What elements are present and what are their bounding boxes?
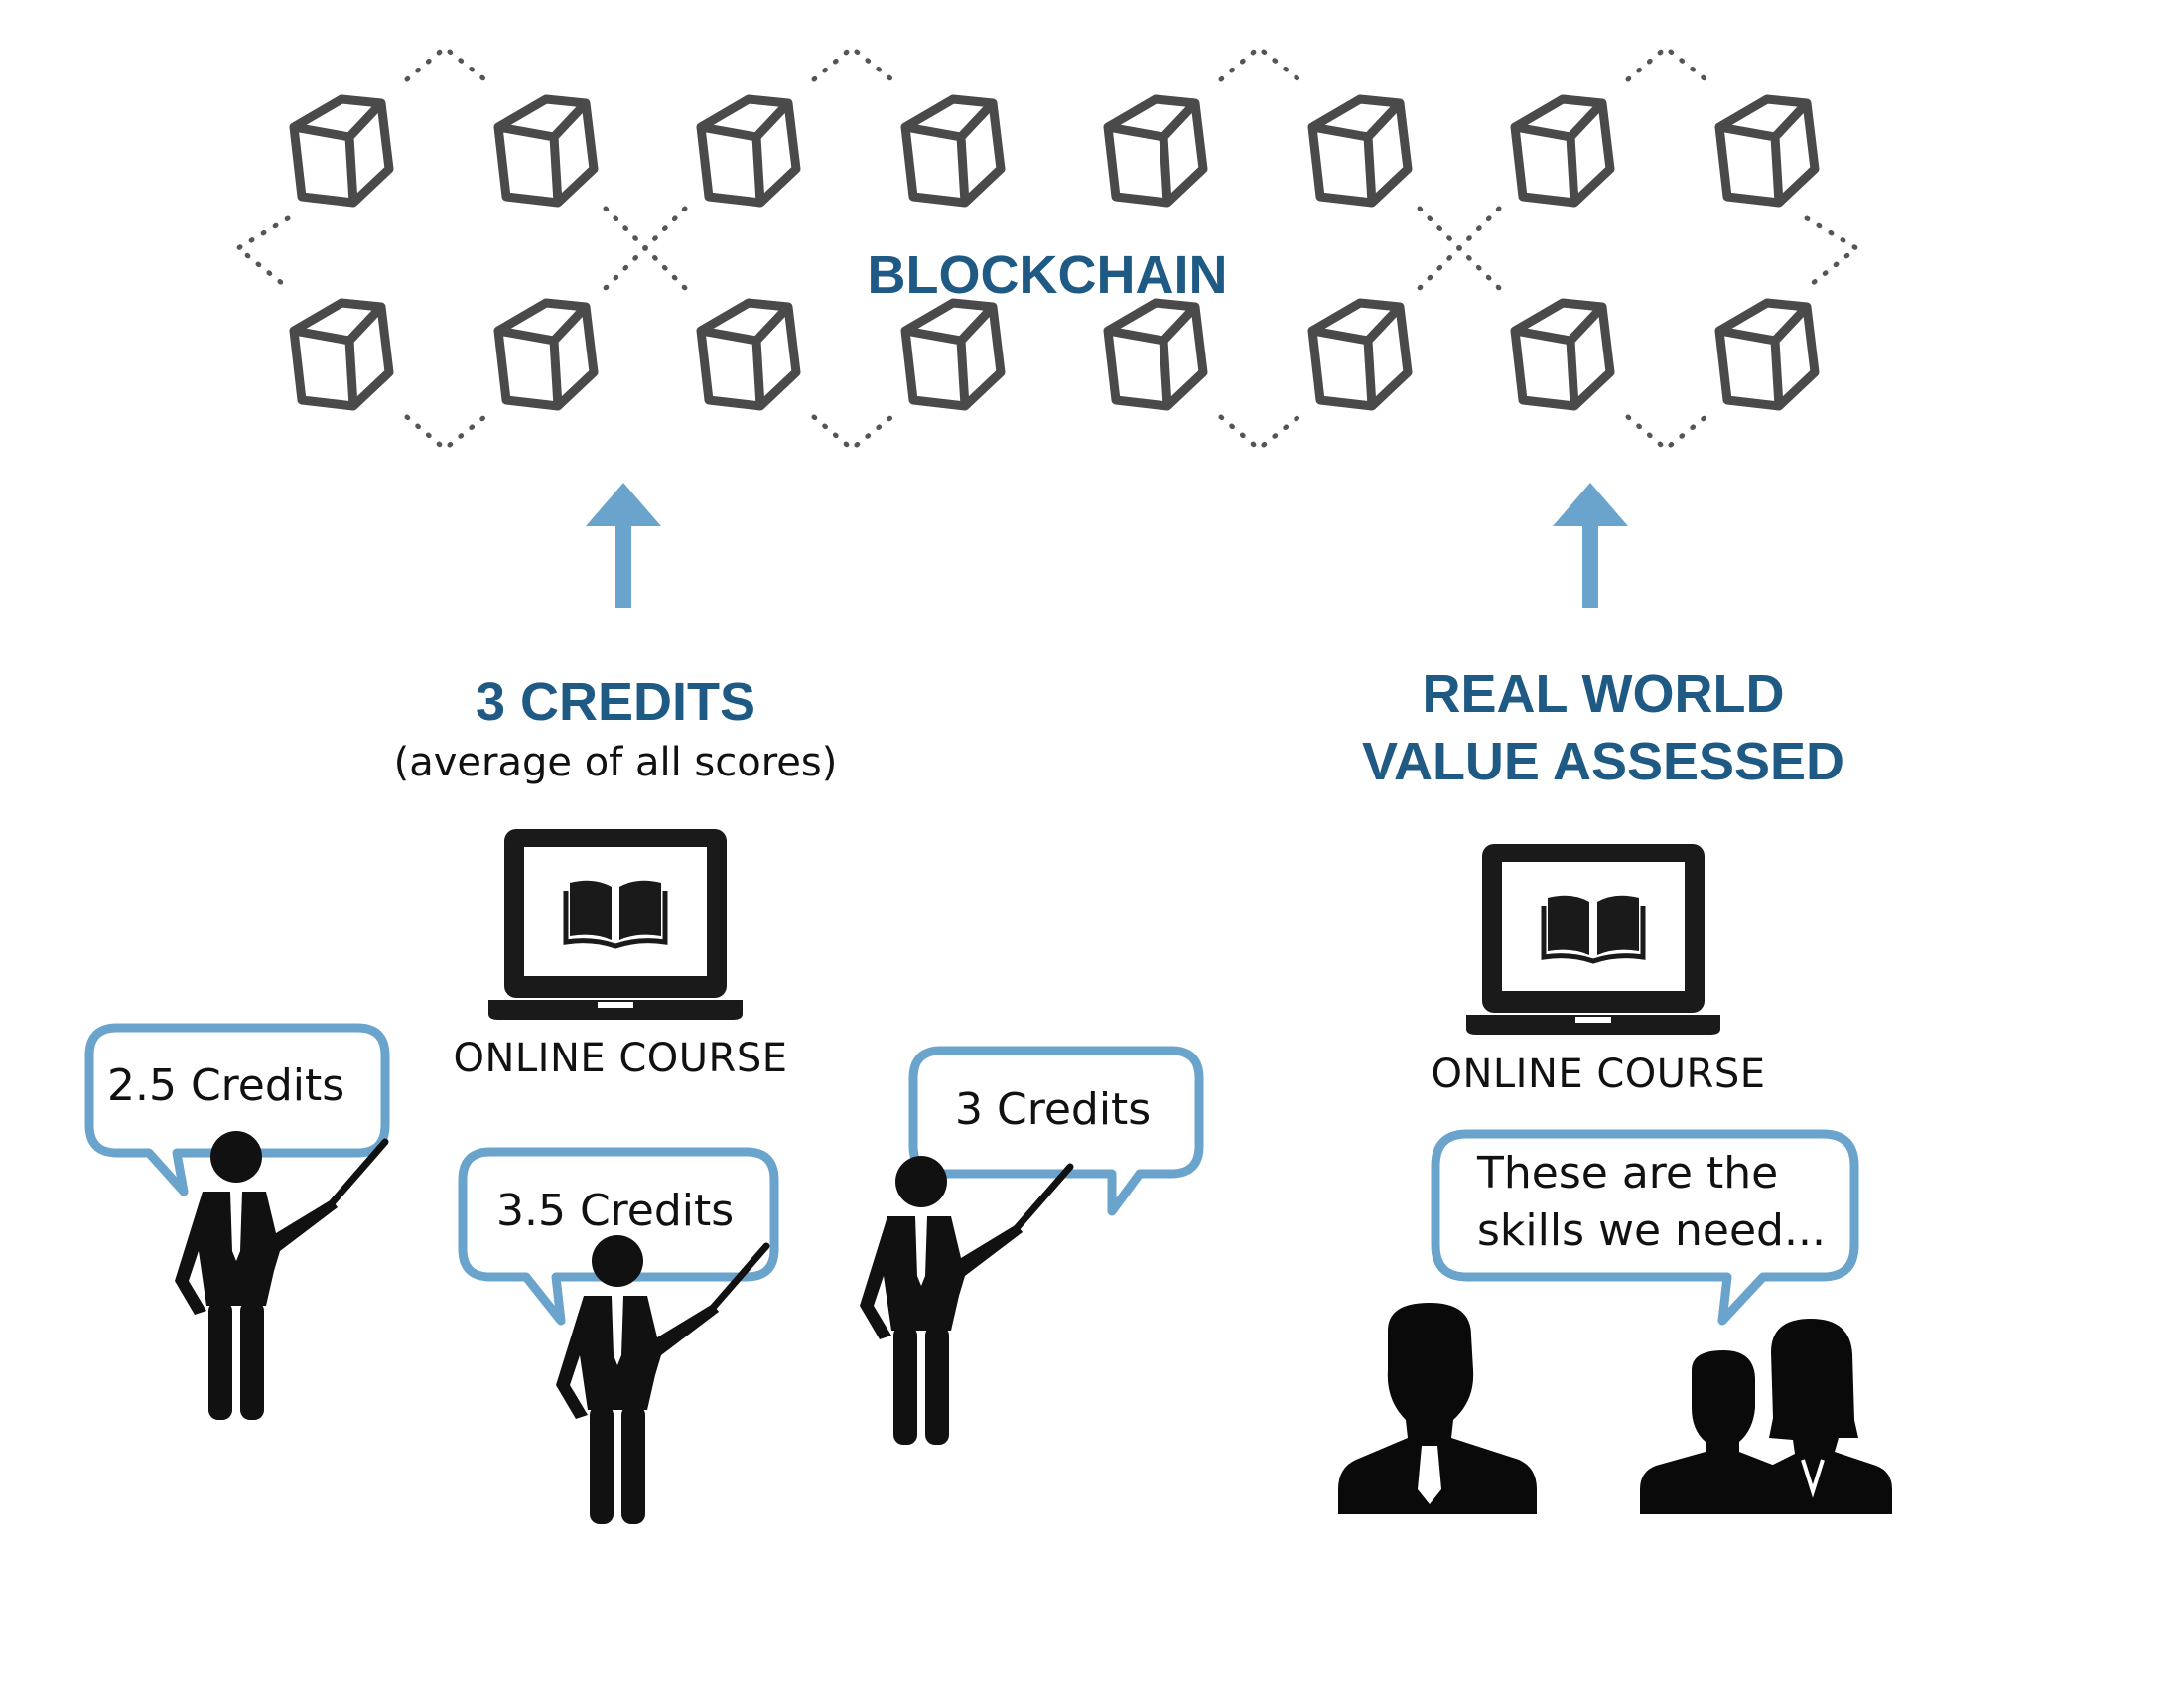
right-heading-line1: REAL WORLD (1422, 664, 1785, 724)
laptop-book-icon (488, 829, 743, 1020)
arrow-up-icon (1553, 483, 1628, 608)
speech-bubble (1431, 1129, 1859, 1326)
blockchain-label: BLOCKCHAIN (867, 245, 1228, 305)
cube-icon (1312, 303, 1408, 406)
speech-bubble (84, 1023, 390, 1196)
cube-icon (1515, 303, 1610, 406)
left-heading: 3 CREDITS (475, 672, 756, 732)
arrow-up-icon (586, 483, 661, 608)
cube-icon (294, 303, 389, 406)
left-subheading: (average of all scores) (393, 740, 838, 785)
speech-bubble (908, 1046, 1204, 1216)
bubble-text-3-5-credits: 3.5 Credits (496, 1186, 735, 1236)
cube-icon (1515, 99, 1610, 203)
cube-icon (1719, 303, 1815, 406)
people-pair-icon (1640, 1319, 1892, 1514)
presenter-icon (860, 1156, 1070, 1445)
right-heading-line2: VALUE ASSESSED (1361, 732, 1845, 791)
cube-icon (1108, 303, 1203, 406)
cube-icon (1719, 99, 1815, 203)
cube-icon (701, 303, 796, 406)
bubble-text-2-5-credits: 2.5 Credits (107, 1060, 345, 1111)
cube-icon (498, 303, 594, 406)
cube-icon (1108, 99, 1203, 203)
left-course-label: ONLINE COURSE (453, 1036, 788, 1081)
cube-icon (294, 99, 389, 203)
cube-icon (905, 99, 1001, 203)
cube-icon (1312, 99, 1408, 203)
bubble-text-3-credits: 3 Credits (955, 1084, 1152, 1135)
businessman-icon (1338, 1303, 1537, 1514)
cube-icon (701, 99, 796, 203)
cube-icon (498, 99, 594, 203)
chain-dotted-links (233, 44, 1861, 453)
presenter-icon (175, 1131, 385, 1420)
right-course-label: ONLINE COURSE (1431, 1052, 1766, 1097)
laptop-book-icon (1466, 844, 1720, 1035)
employer-bubble-line2: skills we need... (1477, 1205, 1826, 1256)
employer-bubble-line1: These are the (1477, 1148, 1779, 1198)
cube-icon (905, 303, 1001, 406)
